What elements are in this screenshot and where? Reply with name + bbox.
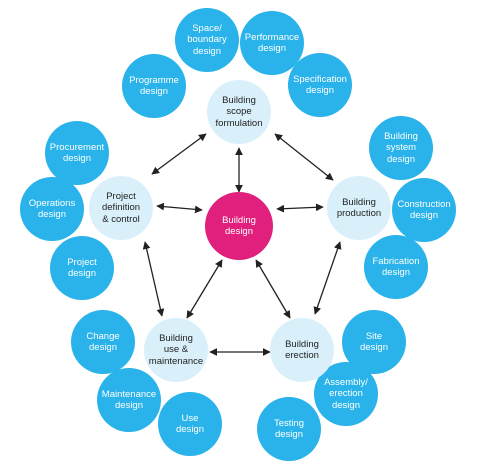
node-assembly-erection-design: Assembly/ erection design (314, 362, 378, 426)
node-change-design: Change design (71, 310, 135, 374)
node-testing-design: Testing design (257, 397, 321, 461)
node-project-definition-control: Project definition & control (89, 176, 153, 240)
arrow-scope-production (274, 133, 334, 181)
node-building-system-design: Building system design (369, 116, 433, 180)
arrow-center-use (186, 259, 223, 319)
node-fabrication-design: Fabrication design (364, 235, 428, 299)
node-building-erection: Building erection (270, 318, 334, 382)
node-project-design: Project design (50, 236, 114, 300)
node-procurement-design: Procurement design (45, 121, 109, 185)
arrow-definition-scope (151, 133, 207, 175)
node-construction-design: Construction design (392, 178, 456, 242)
node-programme-design: Programme design (122, 54, 186, 118)
arrow-production-erection (313, 241, 342, 315)
node-maintenance-design: Maintenance design (97, 368, 161, 432)
arrow-center-definition (156, 202, 203, 214)
node-operations-design: Operations design (20, 177, 84, 241)
arrow-center-erection (255, 259, 291, 319)
node-building-use-maintenance: Building use & maintenance (144, 318, 208, 382)
node-building-production: Building production (327, 176, 391, 240)
node-use-design: Use design (158, 392, 222, 456)
arrow-use-definition (142, 241, 165, 317)
node-building-scope-formulation: Building scope formulation (207, 80, 271, 144)
arrow-center-production (276, 203, 324, 213)
node-specification-design: Specification design (288, 53, 352, 117)
node-performance-design: Performance design (240, 11, 304, 75)
node-building-design: Building design (205, 192, 273, 260)
node-space-boundary-design: Space/ boundary design (175, 8, 239, 72)
